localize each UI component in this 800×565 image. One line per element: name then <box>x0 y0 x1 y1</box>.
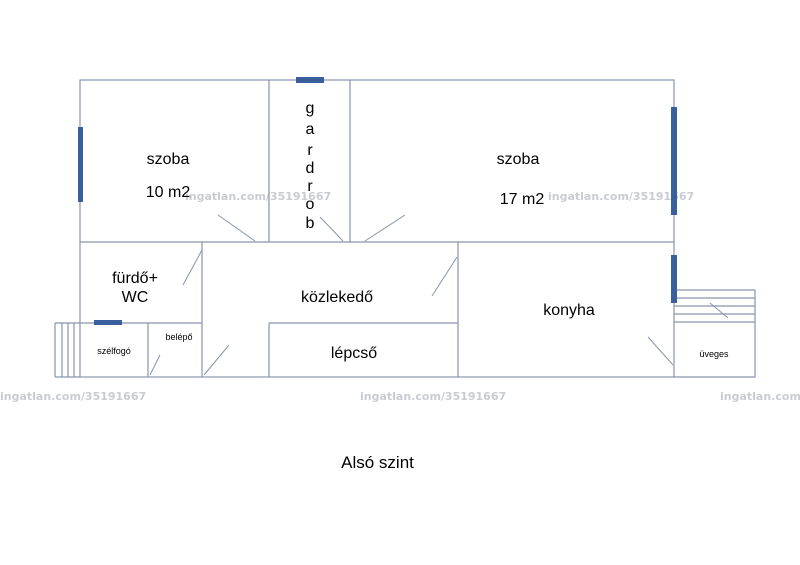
gardrob-letter: g <box>306 100 315 117</box>
label-szoba-left-area: 10 m2 <box>146 184 191 201</box>
label-szoba-left: szoba <box>147 151 190 168</box>
door-belepo <box>149 354 161 376</box>
uveges-outline <box>674 289 756 378</box>
door-kozlekedo <box>203 344 230 376</box>
label-gardrob: g a r d r o b <box>306 100 315 232</box>
door-szoba-left <box>217 214 256 242</box>
door-gardrob <box>319 216 344 242</box>
gardrob-letter: o <box>306 196 315 213</box>
windows <box>78 77 677 325</box>
porch-diagonal <box>709 302 729 319</box>
watermark-mid-left: ingatlan.com/35191667 <box>185 190 331 203</box>
label-szoba-right: szoba <box>497 151 540 168</box>
watermarks: ingatlan.com/35191667 ingatlan.com/35191… <box>0 190 800 403</box>
door-szoba-right <box>364 214 406 242</box>
window-gardrob <box>296 77 324 83</box>
watermark-center: ingatlan.com/35191667 <box>360 390 506 403</box>
doors <box>149 214 729 376</box>
watermark-mid-right: ingatlan.com/35191667 <box>548 190 694 203</box>
door-konyha <box>431 256 458 297</box>
door-furdo <box>182 249 203 286</box>
floor-caption: Alsó szint <box>341 453 414 472</box>
gardrob-letter: r <box>307 178 313 195</box>
label-uveges: üveges <box>699 349 729 359</box>
label-konyha: konyha <box>543 302 595 319</box>
label-belepo: belépő <box>165 332 192 342</box>
window-konyha <box>671 255 677 303</box>
label-furdo-line2: WC <box>122 289 149 306</box>
outer-wall <box>79 79 675 378</box>
label-lepcso: lépcső <box>331 345 377 362</box>
watermark-left: ingatlan.com/35191667 <box>0 390 146 403</box>
gardrob-letter: a <box>306 121 315 138</box>
label-szelfogo: szélfogó <box>97 346 131 356</box>
gardrob-letter: r <box>307 142 313 159</box>
label-kozlekedo: közlekedő <box>301 289 373 306</box>
door-uveges <box>647 336 674 366</box>
walls <box>54 79 756 378</box>
gardrob-letter: d <box>306 160 315 177</box>
watermark-right: ingatlan.com/35191667 <box>720 390 800 403</box>
gardrob-letter: b <box>306 215 315 232</box>
window-szoba-left <box>78 127 83 202</box>
window-szoba-right <box>671 107 677 215</box>
label-szoba-right-area: 17 m2 <box>500 191 545 208</box>
label-furdo-line1: fürdő+ <box>112 270 158 287</box>
window-entry <box>94 320 122 325</box>
